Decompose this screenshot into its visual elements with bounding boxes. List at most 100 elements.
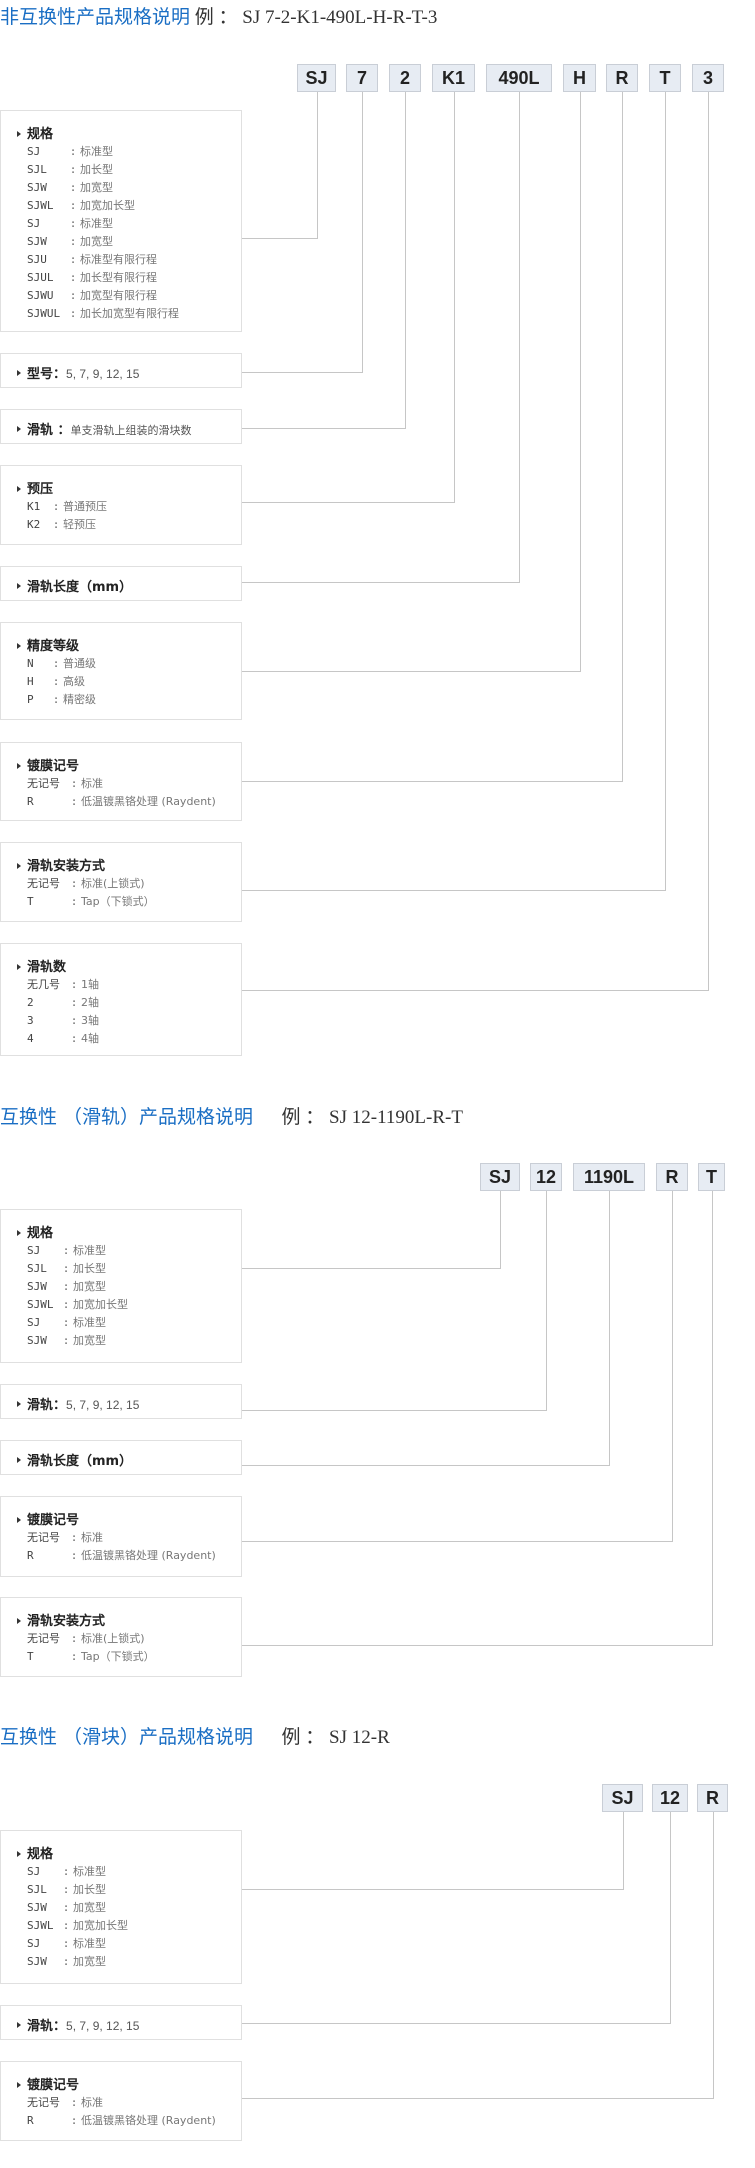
spec-item-separator: : xyxy=(70,877,78,890)
code-segment: T xyxy=(698,1163,725,1191)
spec-item: K2:轻预压 xyxy=(27,516,96,534)
spec-item-separator: : xyxy=(62,1316,70,1329)
spec-item-separator: : xyxy=(70,1650,78,1663)
connector-line xyxy=(362,92,363,373)
spec-item: R:低温镀黑铬处理 (Raydent) xyxy=(27,2112,216,2130)
spec-box: 滑轨：5, 7, 9, 12, 15 xyxy=(0,2005,242,2040)
spec-item: SJU:标准型有限行程 xyxy=(27,251,157,269)
spec-header: 滑轨安装方式 xyxy=(17,1610,105,1629)
spec-header-label: 规格 xyxy=(27,1847,54,1862)
spec-item-value: 标准型 xyxy=(73,1865,106,1878)
spec-box: 滑轨长度（mm） xyxy=(0,566,242,601)
spec-header-label: 滑轨安装方式 xyxy=(27,859,106,874)
spec-item-value: 标准型有限行程 xyxy=(80,253,157,266)
spec-item-separator: : xyxy=(62,1955,70,1968)
code-segment: SJ xyxy=(602,1784,643,1812)
spec-item-value: 加宽型 xyxy=(73,1280,106,1293)
spec-item-separator: : xyxy=(70,1531,78,1544)
spec-item-value: 4轴 xyxy=(81,1032,99,1045)
spec-header-label: 滑轨 ： xyxy=(27,422,71,438)
spec-item: SJ:标准型 xyxy=(27,215,113,233)
spec-item-separator: : xyxy=(70,1032,78,1045)
spec-item-separator: : xyxy=(70,795,78,808)
spec-item: SJ:标准型 xyxy=(27,143,113,161)
spec-item: T:Tap（下锁式） xyxy=(27,893,155,911)
spec-header: 滑轨长度（mm） xyxy=(17,1450,132,1469)
triangle-bullet-icon xyxy=(17,583,21,589)
spec-item-separator: : xyxy=(70,777,78,790)
spec-item-key: SJWL xyxy=(27,1919,54,1932)
spec-header: 滑轨数 xyxy=(17,956,66,975)
spec-box: 滑轨安装方式无记号:标准(上锁式)T:Tap（下锁式） xyxy=(0,842,242,922)
spec-item-key: 无记号 xyxy=(27,2096,60,2109)
spec-item: SJW:加宽型 xyxy=(27,179,113,197)
connector-line xyxy=(242,781,623,782)
spec-item-separator: : xyxy=(52,518,60,531)
spec-item-separator: : xyxy=(70,2096,78,2109)
triangle-bullet-icon xyxy=(17,1850,21,1857)
code-segment: 12 xyxy=(530,1163,562,1191)
spec-item: 无记号:标准 xyxy=(27,775,103,793)
spec-box: 型号：5, 7, 9, 12, 15 xyxy=(0,353,242,388)
spec-item: SJ:标准型 xyxy=(27,1935,106,1953)
spec-item-value: 加宽加长型 xyxy=(73,1919,128,1932)
spec-item-value: 加宽加长型 xyxy=(80,199,135,212)
spec-item-value: 加长型 xyxy=(73,1883,106,1896)
spec-inline-value: 5, 7, 9, 12, 15 xyxy=(66,2018,140,2033)
spec-item-separator: : xyxy=(70,978,78,991)
section-title: 非互换性产品规格说明 例 ： SJ 7-2-K1-490L-H-R-T-3 xyxy=(0,5,437,30)
spec-item-separator: : xyxy=(69,163,77,176)
spec-item-separator: : xyxy=(62,1262,70,1275)
spec-box: 滑轨：5, 7, 9, 12, 15 xyxy=(0,1384,242,1419)
spec-item-key: SJ xyxy=(27,217,41,230)
triangle-bullet-icon xyxy=(17,762,21,769)
spec-item-key: SJ xyxy=(27,145,41,158)
spec-item-separator: : xyxy=(70,895,78,908)
spec-item-value: Tap（下锁式） xyxy=(81,1650,155,1663)
spec-header-label: 预压 xyxy=(27,482,54,497)
spec-header: 规格 xyxy=(17,1222,53,1241)
spec-item: SJ:标准型 xyxy=(27,1863,106,1881)
spec-inline-value: 5, 7, 9, 12, 15 xyxy=(66,366,140,381)
spec-item: SJL:加长型 xyxy=(27,161,113,179)
spec-item-key: SJWU xyxy=(27,289,54,302)
spec-header: 规格 xyxy=(17,123,53,142)
connector-line xyxy=(519,92,520,583)
spec-item-key: SJW xyxy=(27,1955,47,1968)
spec-item-key: SJ xyxy=(27,1244,41,1257)
spec-item-value: 2轴 xyxy=(81,996,99,1009)
spec-item-value: 高级 xyxy=(63,675,85,688)
spec-item-separator: : xyxy=(62,1865,70,1878)
spec-header: 精度等级 xyxy=(17,635,79,654)
code-segment: SJ xyxy=(480,1163,520,1191)
spec-item-value: 普通级 xyxy=(63,657,96,670)
connector-line xyxy=(672,1191,673,1542)
section-title: 互换性 （滑轨）产品规格说明 例 ： SJ 12-1190L-R-T xyxy=(0,1105,463,1130)
spec-item-value: 标准型 xyxy=(73,1316,106,1329)
spec-header-label: 型号： xyxy=(27,366,67,382)
spec-item: 3:3轴 xyxy=(27,1012,99,1030)
spec-item-key: SJW xyxy=(27,1334,47,1347)
spec-item: SJW:加宽型 xyxy=(27,1332,106,1350)
connector-line xyxy=(405,92,406,429)
code-segment: R xyxy=(606,64,638,92)
spec-header-label: 滑轨长度（mm） xyxy=(27,1453,133,1469)
spec-item-value: 加宽型有限行程 xyxy=(80,289,157,302)
code-segment: 3 xyxy=(692,64,724,92)
triangle-bullet-icon xyxy=(17,1516,21,1523)
spec-item-key: 无记号 xyxy=(27,777,60,790)
spec-item: SJL:加长型 xyxy=(27,1260,106,1278)
code-segment: 2 xyxy=(389,64,421,92)
spec-header-label: 镀膜记号 xyxy=(27,1513,80,1528)
connector-line xyxy=(242,372,363,373)
spec-item-key: SJL xyxy=(27,163,47,176)
spec-item: 2:2轴 xyxy=(27,994,99,1012)
spec-header-label: 规格 xyxy=(27,127,54,142)
spec-item-value: 低温镀黑铬处理 (Raydent) xyxy=(81,2114,216,2127)
spec-header-label: 滑轨： xyxy=(27,1397,67,1413)
